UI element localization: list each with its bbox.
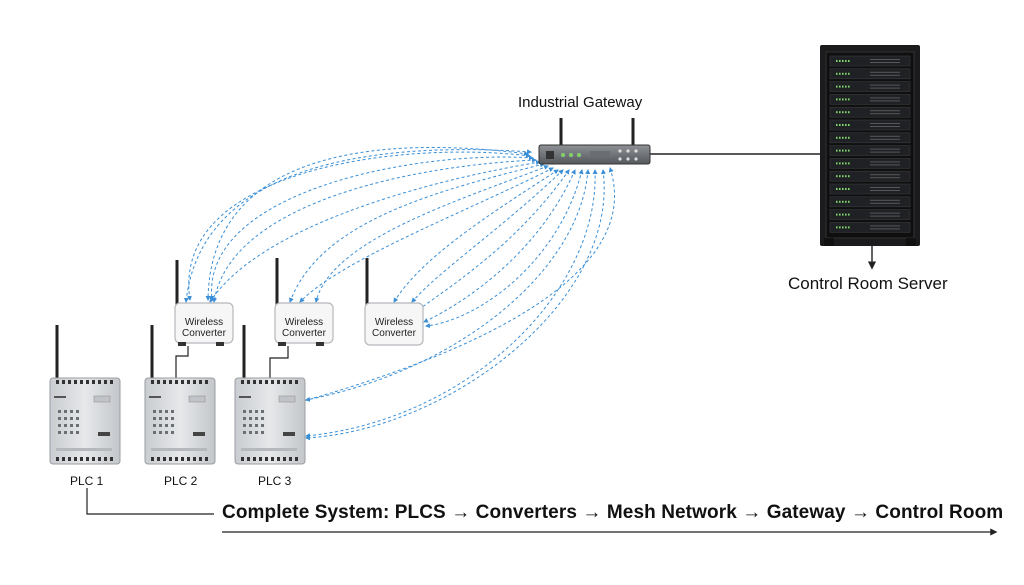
plc-3-label: PLC 3: [258, 474, 292, 488]
plc-1-unit: [49, 325, 121, 465]
wireless-converter-1: [174, 260, 234, 346]
mesh-link: [183, 149, 532, 303]
mesh-link: [305, 169, 598, 439]
mesh-link: [425, 169, 584, 329]
mesh-link: [289, 162, 545, 303]
wireless-converter-3: [364, 258, 424, 346]
mesh-network-links: [183, 146, 616, 441]
mesh-link: [209, 160, 541, 303]
mesh-link: [299, 167, 554, 303]
industrial-gateway: [538, 118, 651, 165]
control-room-server-rack: [820, 45, 920, 270]
converter-plc2-wire: [175, 346, 189, 380]
mesh-link: [186, 151, 531, 301]
gateway-label: Industrial Gateway: [518, 94, 643, 111]
converter-2-label: Wireless Converter: [282, 317, 326, 339]
summary-bracket-line: [86, 488, 214, 515]
converter-1-label: Wireless Converter: [182, 317, 226, 339]
mesh-link: [212, 157, 537, 303]
mesh-link: [299, 167, 616, 404]
plc-1-label: PLC 1: [70, 474, 104, 488]
mesh-link: [417, 169, 570, 311]
plc-2-unit: [144, 325, 216, 465]
mesh-link: [209, 155, 534, 301]
server-label: Control Room Server: [788, 274, 948, 293]
plc-3-unit: [234, 325, 306, 465]
plc-2-label: PLC 2: [164, 474, 198, 488]
mesh-link: [305, 169, 591, 402]
converter-plc3-wire: [269, 346, 289, 380]
converter-3-label: Wireless Converter: [372, 317, 416, 339]
system-summary: Complete System: PLCS → Converters → Mes…: [222, 502, 1004, 523]
mesh-link: [305, 169, 606, 441]
wireless-converter-2: [274, 258, 334, 346]
